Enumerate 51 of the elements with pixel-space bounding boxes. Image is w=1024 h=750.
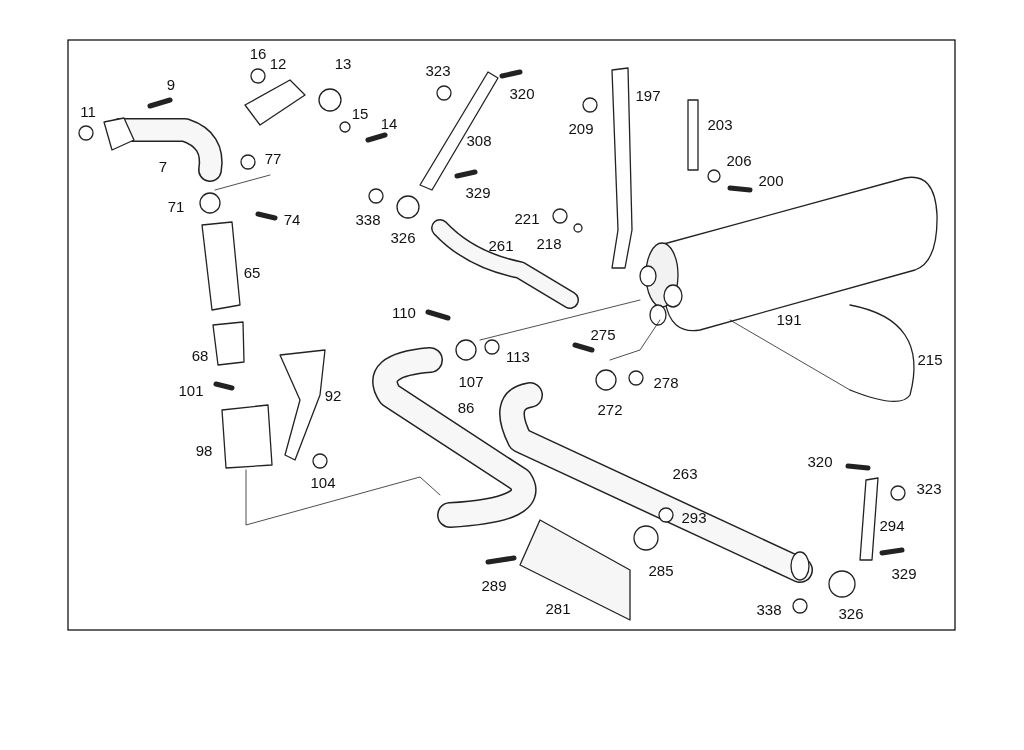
callout-number: 203 — [707, 116, 733, 132]
callout-number: 98 — [195, 442, 213, 458]
callout-number: 209 — [568, 120, 594, 136]
callout-number: 71 — [167, 198, 185, 214]
callout-number: 278 — [653, 374, 679, 390]
callout-number: 77 — [264, 150, 282, 166]
callout-number: 294 — [879, 517, 905, 533]
callout-number: 275 — [590, 326, 616, 342]
callout-number: 338 — [756, 601, 782, 617]
callout-number: 200 — [758, 172, 784, 188]
callout-number: 326 — [838, 605, 864, 621]
callout-number: 86 — [457, 399, 475, 415]
callout-number: 285 — [648, 562, 674, 578]
callout-number: 7 — [158, 158, 168, 174]
callout-number: 329 — [891, 565, 917, 581]
callout-number: 308 — [466, 132, 492, 148]
callout-number: 338 — [355, 211, 381, 227]
callout-number: 206 — [726, 152, 752, 168]
callout-number: 323 — [425, 62, 451, 78]
callout-number: 65 — [243, 264, 261, 280]
callout-number: 9 — [166, 76, 176, 92]
callout-number: 320 — [807, 453, 833, 469]
callout-number: 320 — [509, 85, 535, 101]
callout-number: 12 — [269, 55, 287, 71]
callout-number: 218 — [536, 235, 562, 251]
callout-number: 323 — [916, 480, 942, 496]
callout-number: 14 — [380, 115, 398, 131]
callout-number: 11 — [80, 103, 96, 119]
callout-number: 92 — [324, 387, 342, 403]
callout-number: 261 — [488, 237, 514, 253]
callout-number: 113 — [506, 348, 530, 364]
callout-number: 107 — [458, 373, 484, 389]
callout-number: 221 — [514, 210, 540, 226]
callout-number: 326 — [390, 229, 416, 245]
callout-number: 281 — [545, 600, 571, 616]
callout-number: 329 — [465, 184, 491, 200]
callout-number: 13 — [334, 55, 352, 71]
callout-number: 289 — [481, 577, 507, 593]
callout-number: 16 — [249, 45, 267, 61]
callout-number: 263 — [672, 465, 698, 481]
callout-number: 104 — [310, 474, 336, 490]
callout-number: 68 — [191, 347, 209, 363]
callout-number: 101 — [178, 382, 204, 398]
callout-number: 215 — [917, 351, 943, 367]
callout-number: 191 — [776, 311, 802, 327]
callout-number: 197 — [635, 87, 661, 103]
callout-number: 293 — [681, 509, 707, 525]
callout-number: 74 — [283, 211, 301, 227]
callout-number: 110 — [392, 304, 416, 320]
callout-number: 272 — [597, 401, 623, 417]
callout-number: 15 — [351, 105, 369, 121]
